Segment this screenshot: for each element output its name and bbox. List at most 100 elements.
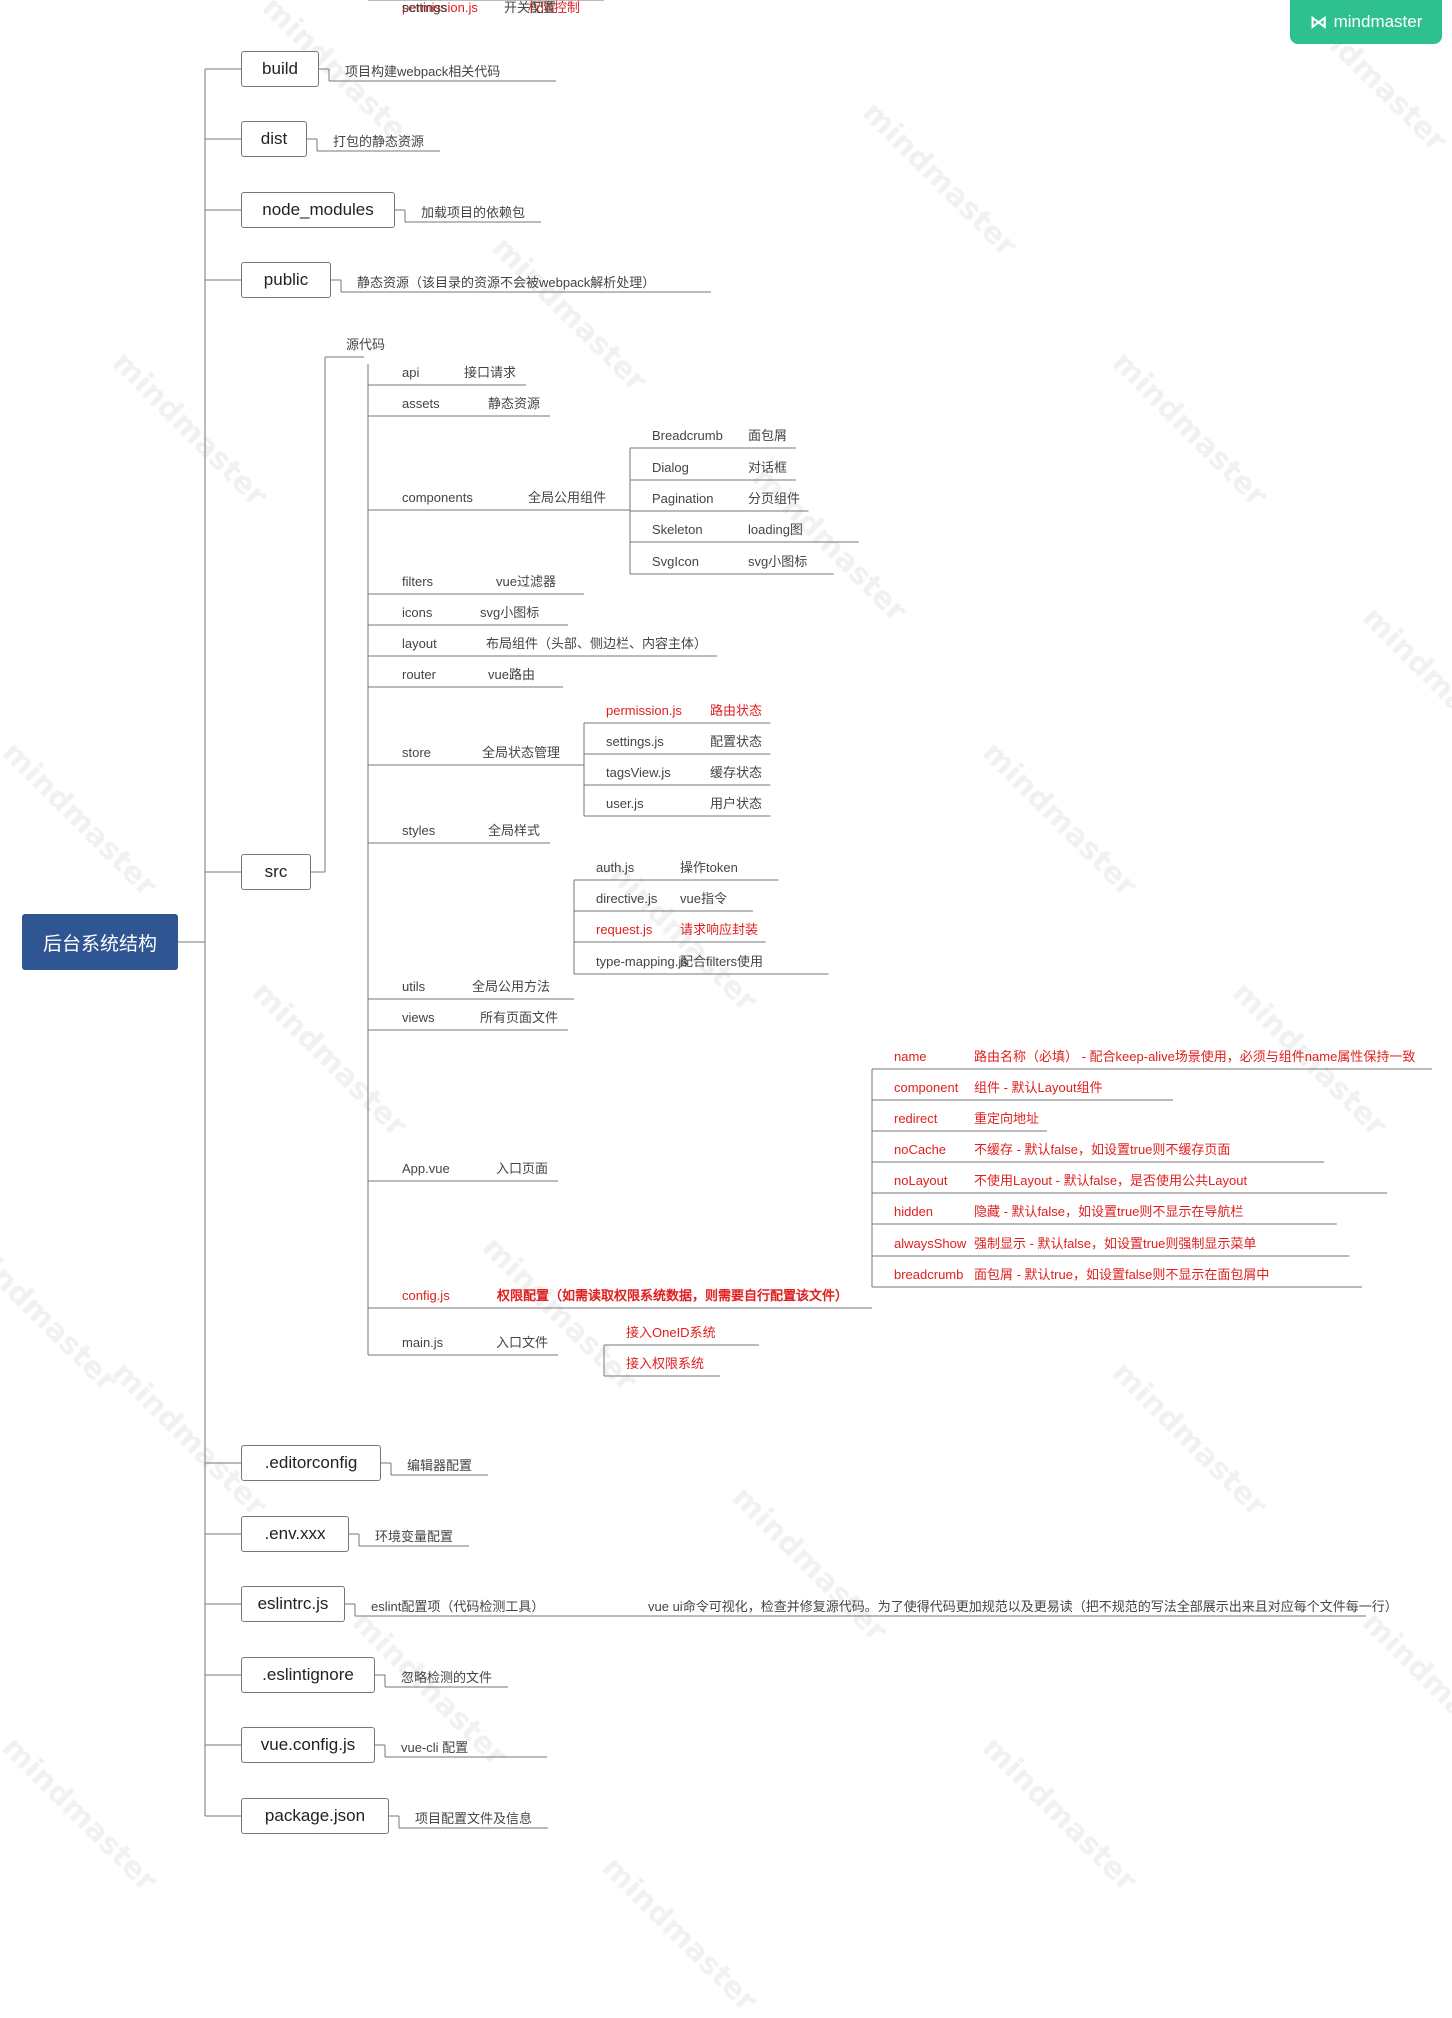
src-item-desc: 所有页面文件 [480,1010,559,1025]
child-desc: vue指令 [680,891,727,906]
child-desc: 路由状态 [710,703,763,718]
connector-lines [178,0,1432,1829]
src-item-router: router [402,667,436,682]
child-breadcrumb: breadcrumb [894,1267,964,1282]
src-item-desc: 布局组件（头部、侧边栏、内容主体） [486,636,708,651]
child-request-js: request.js [596,922,653,937]
topic-dist[interactable]: dist [241,121,307,157]
child-svgicon: SvgIcon [652,554,699,569]
child-desc: 重定向地址 [974,1111,1040,1126]
child-user-js: user.js [606,796,644,811]
child-desc: 面包屑 - 默认true，如设置false则不显示在面包屑中 [974,1267,1270,1282]
child-desc: 配合filters使用 [680,954,764,969]
child-directive-js: directive.js [596,891,658,906]
src-item-desc: 权限控制 [528,0,581,15]
child-desc: 路由名称（必填） - 配合keep-alive场景使用，必须与组件name属性保… [974,1049,1416,1064]
child-desc: 缓存状态 [710,765,763,780]
child-desc: 不使用Layout - 默认false，是否使用公共Layout [974,1173,1248,1188]
topic-build[interactable]: build [241,51,319,87]
child-desc: 对话框 [748,460,788,475]
child-nolayout: noLayout [894,1173,948,1188]
child-auth-js: auth.js [596,860,635,875]
child-item: 接入权限系统 [626,1356,705,1371]
topic-eslintignore[interactable]: .eslintignore [241,1657,375,1693]
child-desc: 配置状态 [710,734,763,749]
src-item-store: store [402,745,431,760]
topic-description: 环境变量配置 [375,1529,454,1544]
topic-public[interactable]: public [241,262,331,298]
topic-env-xxx[interactable]: .env.xxx [241,1516,349,1552]
topic-editorconfig[interactable]: .editorconfig [241,1445,381,1481]
src-item-assets: assets [402,396,440,411]
child-alwaysshow: alwaysShow [894,1236,967,1251]
topic-description: 打包的静态资源 [333,134,425,149]
src-item-desc: 全局公用组件 [528,490,607,505]
child-name: name [894,1049,927,1064]
src-item-desc: 接口请求 [464,365,517,380]
child-component: component [894,1080,959,1095]
src-item-layout: layout [402,636,437,651]
src-item-api: api [402,365,420,380]
topic-description: 项目配置文件及信息 [415,1811,533,1826]
topic-node-modules[interactable]: node_modules [241,192,395,228]
src-item-components: components [402,490,473,505]
child-breadcrumb: Breadcrumb [652,428,723,443]
src-item-desc: 静态资源 [488,396,541,411]
src-item-desc: 入口页面 [496,1161,549,1176]
src-item-desc: vue路由 [488,667,535,682]
src-item-main-js: main.js [402,1335,444,1350]
child-tagsview-js: tagsView.js [606,765,671,780]
child-redirect: redirect [894,1111,938,1126]
child-desc: 隐藏 - 默认false，如设置true则不显示在导航栏 [974,1204,1244,1219]
src-item-styles: styles [402,823,436,838]
src-item-desc: 全局公用方法 [472,979,551,994]
src-item-desc: 开关配置 [504,0,557,15]
src-item-permission-js: permission.js [402,0,478,15]
watermark: mindmaster [595,1850,764,2018]
src-item-utils: utils [402,979,426,994]
src-item-desc: svg小图标 [480,605,540,620]
topic-description: 项目构建webpack相关代码 [345,64,501,79]
src-item-views: views [402,1010,435,1025]
topic-src[interactable]: src [241,854,311,890]
child-permission-js: permission.js [606,703,682,718]
src-item-icons: icons [402,605,433,620]
child-desc: loading图 [748,522,803,537]
child-desc: 分页组件 [748,491,801,506]
src-item-config-js: config.js [402,1288,450,1303]
topic-vue-config-js[interactable]: vue.config.js [241,1727,375,1763]
root-topic[interactable]: 后台系统结构 [22,914,178,970]
child-desc: 操作token [680,860,738,875]
child-nocache: noCache [894,1142,947,1157]
child-settings-js: settings.js [606,734,664,749]
child-desc: 不缓存 - 默认false，如设置true则不缓存页面 [974,1142,1231,1157]
topic-description: 忽略检测的文件 [401,1670,493,1685]
mindmaster-logo-icon: ⋈ [1309,11,1328,32]
topic-package-json[interactable]: package.json [241,1798,389,1834]
src-item-app-vue: App.vue [402,1161,450,1176]
child-skeleton: Skeleton [652,522,703,537]
src-item-filters: filters [402,574,434,589]
child-desc: svg小图标 [748,554,808,569]
child-desc: 强制显示 - 默认false，如设置true则强制显示菜单 [974,1236,1257,1251]
src-item-desc: vue过滤器 [496,574,556,589]
topic-description: 加载项目的依赖包 [421,205,526,220]
topic-eslintrc-js[interactable]: eslintrc.js [241,1586,345,1622]
src-item-desc: 入口文件 [496,1335,549,1350]
mindmaster-badge[interactable]: ⋈ mindmaster [1290,0,1442,44]
child-type-mapping-js: type-mapping.js [596,954,688,969]
src-item-settings: settings [402,0,447,15]
topic-description: eslint配置项（代码检测工具） [371,1599,545,1614]
topic-note: vue ui命令可视化，检查并修复源代码。为了使得代码更加规范以及更易读（把不规… [648,1599,1398,1614]
brand-name: mindmaster [1333,12,1423,31]
src-item-desc: 全局样式 [488,823,541,838]
child-pagination: Pagination [652,491,714,506]
src-description: 源代码 [346,337,386,352]
src-item-desc: 权限配置（如需读取权限系统数据，则需要自行配置该文件） [497,1288,849,1303]
src-item-desc: 全局状态管理 [482,745,561,760]
child-dialog: Dialog [652,460,689,475]
child-desc: 组件 - 默认Layout组件 [974,1080,1103,1095]
child-desc: 请求响应封装 [680,922,759,937]
topic-description: 静态资源（该目录的资源不会被webpack解析处理） [357,275,656,290]
topic-description: vue-cli 配置 [401,1740,469,1755]
